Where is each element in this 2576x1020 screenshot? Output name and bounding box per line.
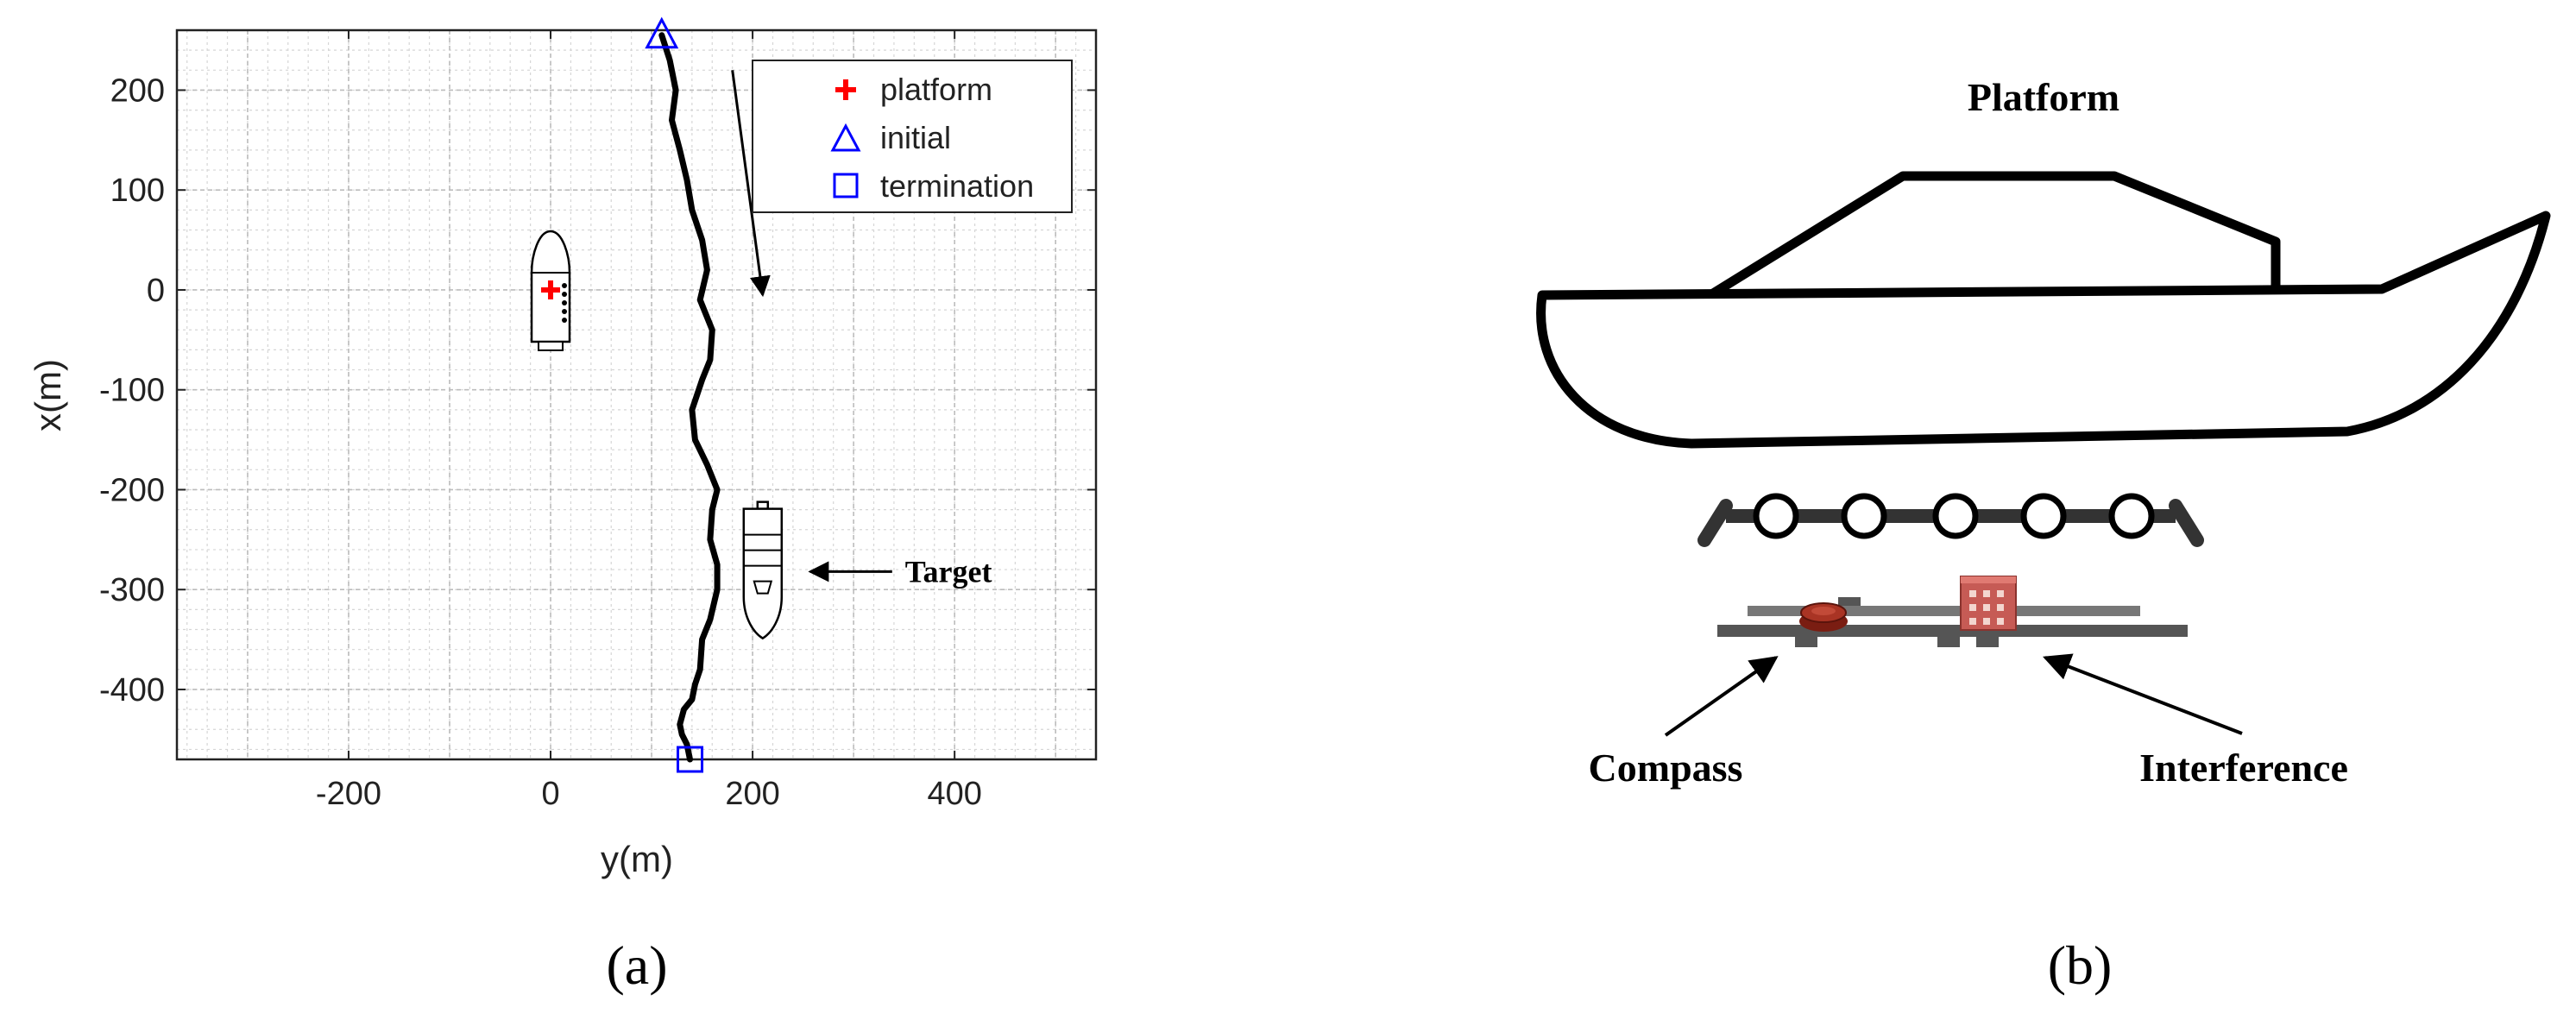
square-icon bbox=[833, 173, 859, 198]
float-circles bbox=[1753, 493, 2155, 539]
plus-icon bbox=[835, 79, 856, 100]
panel-a: -200 0 200 400 200 100 0 -100 -200 -300 -400 y(m)… bbox=[28, 16, 1098, 996]
struts bbox=[1735, 285, 2181, 656]
target-ship-icon bbox=[742, 501, 784, 640]
y-tick-label: -200 bbox=[99, 472, 165, 508]
legend-item-initial: initial bbox=[830, 120, 951, 155]
x-tick-label: -200 bbox=[316, 776, 381, 812]
x-ticks: -200 0 200 400 bbox=[316, 30, 982, 812]
plot-frame bbox=[175, 28, 1098, 761]
legend: platform initial termination bbox=[752, 60, 1073, 213]
compass-arrow bbox=[1664, 656, 1779, 737]
sensor-dots-icon bbox=[562, 282, 568, 323]
platform-title: Platform bbox=[1968, 75, 2119, 119]
compass-device-icon bbox=[1799, 602, 1848, 632]
x-tick-label: 0 bbox=[541, 776, 559, 812]
y-axis-label: x(m) bbox=[28, 359, 68, 431]
legend-item-termination: termination bbox=[833, 168, 1034, 204]
trajectory-line bbox=[658, 32, 721, 763]
legend-box bbox=[752, 60, 1073, 213]
boat-hull bbox=[1536, 171, 2551, 449]
initial-marker bbox=[645, 16, 679, 49]
interference-device-icon bbox=[1960, 576, 2017, 631]
legend-label-termination: termination bbox=[880, 168, 1034, 204]
x-tick-label: 200 bbox=[725, 776, 779, 812]
sensor-frame bbox=[1697, 493, 2204, 647]
caption-a: (a) bbox=[606, 935, 667, 996]
legend-label-platform: platform bbox=[880, 72, 992, 107]
y-tick-label: 200 bbox=[110, 72, 165, 109]
y-tick-label: -100 bbox=[99, 373, 165, 409]
caption-b: (b) bbox=[2048, 935, 2113, 996]
grid-minor bbox=[177, 29, 1097, 759]
grid-major bbox=[177, 30, 1096, 759]
compass-label: Compass bbox=[1589, 746, 1743, 790]
legend-item-platform: platform bbox=[835, 72, 992, 107]
direction-arrow bbox=[731, 70, 771, 298]
platform-marker bbox=[541, 280, 561, 299]
interference-arrow bbox=[2043, 653, 2243, 735]
target-label: Target bbox=[905, 554, 992, 589]
panel-b: Platform bbox=[1536, 75, 2551, 996]
x-axis-label: y(m) bbox=[601, 839, 673, 879]
termination-marker bbox=[677, 746, 704, 773]
y-tick-label: -400 bbox=[99, 672, 165, 708]
y-tick-label: 100 bbox=[110, 173, 165, 209]
legend-label-initial: initial bbox=[880, 120, 951, 155]
triangle-icon bbox=[830, 123, 861, 152]
interference-label: Interference bbox=[2139, 746, 2348, 790]
y-ticks: 200 100 0 -100 -200 -300 -400 bbox=[99, 72, 1096, 708]
x-tick-label: 400 bbox=[927, 776, 981, 812]
y-tick-label: -300 bbox=[99, 572, 165, 608]
y-tick-label: 0 bbox=[147, 273, 165, 309]
